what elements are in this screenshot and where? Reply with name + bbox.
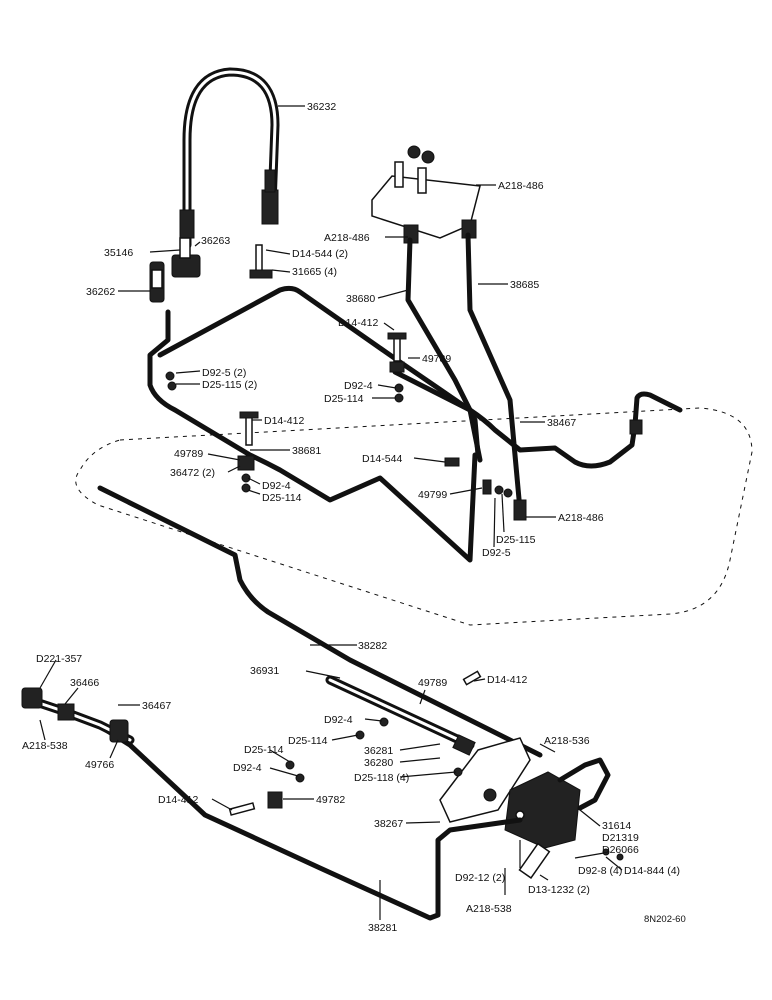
label-31665: 31665 (4) [292, 266, 337, 278]
label-d14-412-b: D14-412 [264, 415, 304, 427]
fitting-38467-end [629, 419, 643, 435]
label-38685: 38685 [510, 279, 539, 291]
label-36472: 36472 (2) [170, 467, 215, 479]
tube-38467 [392, 369, 683, 469]
tube-38680 [405, 237, 481, 458]
label-d14-412-d: D14-412 [158, 794, 198, 806]
label-d25-114-a: D25-114 [324, 393, 364, 405]
label-d92-4-d: D92-4 [233, 762, 262, 774]
label-49789-a: 49789 [422, 353, 451, 365]
label-d92-5-2: D92-5 (2) [202, 367, 246, 379]
hose-36232 [179, 67, 280, 250]
valve-block [371, 145, 481, 244]
label-d25-118: D25-118 (4) [354, 772, 409, 784]
label-a218-486-top: A218-486 [498, 180, 544, 192]
label-d92-4-c: D92-4 [324, 714, 353, 726]
label-38681: 38681 [292, 445, 321, 457]
label-d14-844: D14-844 (4) [624, 865, 680, 877]
label-49789-b: 49789 [174, 448, 203, 460]
label-d14-544: D14-544 [362, 453, 402, 465]
part-labels: 36232 35146 36263 36262 D14-544 (2) 3166… [22, 101, 686, 934]
label-d13-1232: D13-1232 (2) [528, 884, 590, 896]
label-36467: 36467 [142, 700, 171, 712]
label-d14-412-a: D14-412 [338, 317, 378, 329]
label-49789-c: 49789 [418, 677, 447, 689]
leader-lines [39, 105, 623, 920]
label-36280: 36280 [364, 757, 393, 769]
tube-38282 [97, 485, 543, 758]
label-a218-486-mid: A218-486 [324, 232, 370, 244]
label-36263: 36263 [201, 235, 230, 247]
platform-outline [75, 407, 753, 626]
label-d21319: D21319 [602, 832, 639, 844]
label-49782: 49782 [316, 794, 345, 806]
label-38467: 38467 [547, 417, 576, 429]
label-d25-115-2: D25-115 (2) [202, 379, 257, 391]
tube-38281 [87, 717, 523, 921]
label-d221-357: D221-357 [36, 653, 82, 665]
label-d14-412-c: D14-412 [487, 674, 527, 686]
fitting-a218-486-lower [513, 499, 527, 521]
label-36262: 36262 [86, 286, 115, 298]
label-d25-114-c: D25-114 [288, 735, 328, 747]
tube-38681 [147, 309, 478, 563]
label-d92-4-b: D92-4 [262, 480, 291, 492]
label-a218-536: A218-536 [544, 735, 590, 747]
label-d92-4-a: D92-4 [344, 380, 373, 392]
label-38281: 38281 [368, 922, 397, 934]
label-d25-114-d: D25-114 [244, 744, 284, 756]
label-d92-12: D92-12 (2) [455, 872, 505, 884]
label-d26066: D26066 [602, 844, 639, 856]
label-35146: 35146 [104, 247, 133, 259]
label-38680: 38680 [346, 293, 375, 305]
label-38282: 38282 [358, 640, 387, 652]
label-d92-5: D92-5 [482, 547, 511, 559]
label-31614: 31614 [602, 820, 631, 832]
label-36931: 36931 [250, 665, 279, 677]
label-d25-115: D25-115 [496, 534, 536, 546]
label-a218-538-left: A218-538 [22, 740, 68, 752]
label-d92-8: D92-8 (4) [578, 865, 622, 877]
reference-number: 8N202-60 [644, 914, 686, 925]
label-36232: 36232 [307, 101, 336, 113]
label-49799: 49799 [418, 489, 447, 501]
label-a218-486-low: A218-486 [558, 512, 604, 524]
fitting-36263 [171, 237, 201, 278]
fitting-36262 [149, 261, 165, 303]
tube-a218-536 [557, 757, 611, 811]
tube-38685 [465, 232, 523, 513]
tube-upper-cross [157, 285, 483, 463]
fitting-36467 [109, 719, 129, 743]
cylinder-36931 [325, 675, 476, 756]
pump-assembly [439, 737, 624, 879]
label-36466: 36466 [70, 677, 99, 689]
label-49766: 49766 [85, 759, 114, 771]
bolt-d14-544 [249, 244, 273, 279]
label-d14-544-2: D14-544 (2) [292, 248, 348, 260]
fasteners-center [165, 332, 513, 498]
label-a218-538-low: A218-538 [466, 903, 512, 915]
label-38267: 38267 [374, 818, 403, 830]
label-36281: 36281 [364, 745, 393, 757]
label-d25-114-b: D25-114 [262, 492, 302, 504]
